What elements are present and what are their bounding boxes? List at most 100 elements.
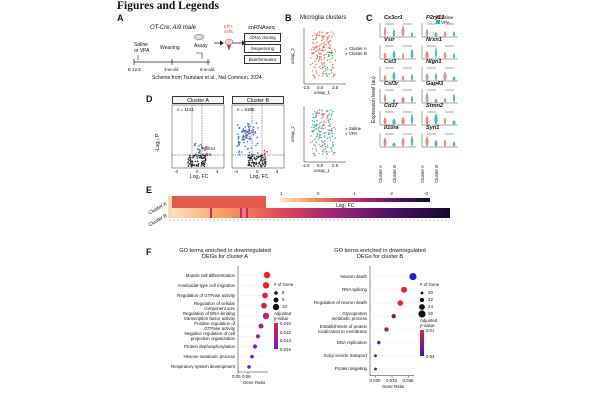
umap-point bbox=[314, 124, 316, 126]
weaning-label: Weaning bbox=[160, 45, 180, 51]
umap-point bbox=[321, 43, 323, 45]
volcano-point bbox=[201, 162, 203, 164]
umap-point bbox=[312, 148, 314, 150]
volcano-point-up bbox=[263, 149, 266, 152]
volcano-point bbox=[263, 162, 266, 164]
volcano-point bbox=[203, 159, 205, 162]
umap-point bbox=[319, 57, 321, 59]
volcano-point-down bbox=[246, 134, 249, 136]
umap-point bbox=[314, 154, 316, 156]
volcano-xtick-b2: 0 bbox=[256, 169, 259, 174]
umap-point bbox=[323, 58, 325, 60]
volcano-point-down bbox=[194, 142, 197, 145]
violin-shape bbox=[425, 28, 429, 37]
gene-label: Vsir bbox=[384, 37, 395, 43]
volcano-point bbox=[265, 160, 267, 162]
umap-point bbox=[328, 132, 330, 134]
volcano-xlabel-a: Log₂ FC bbox=[190, 174, 209, 180]
umap-point bbox=[329, 125, 331, 128]
volcano-point bbox=[252, 155, 254, 157]
umap-point bbox=[327, 59, 329, 61]
volcano-point bbox=[255, 162, 257, 164]
umap-point bbox=[321, 145, 323, 147]
go-term-label: Negative regulation of cell projection o… bbox=[184, 331, 235, 342]
volcano-point bbox=[247, 160, 250, 162]
go-size-legend-label: 20 bbox=[428, 290, 433, 295]
volcano-point bbox=[204, 163, 206, 165]
go-color-legend-label: 0.010 bbox=[280, 321, 291, 326]
strain-label: OT-Cre; Ai9 male bbox=[150, 25, 196, 31]
umap-point bbox=[321, 121, 323, 123]
umap-point bbox=[319, 53, 321, 55]
umap-point bbox=[331, 35, 333, 37]
volcano-point-down bbox=[252, 131, 254, 134]
umap-point bbox=[323, 122, 326, 124]
go-term-label: Ameboidal-type cell migration bbox=[177, 282, 235, 288]
umap-point bbox=[327, 137, 329, 139]
legend-saline: ● Saline bbox=[345, 126, 362, 131]
umap-point bbox=[319, 44, 321, 46]
umap-point bbox=[316, 133, 319, 136]
umap-point bbox=[320, 136, 322, 139]
volcano-point bbox=[256, 155, 258, 157]
umap-ylabel-1: umap_2 bbox=[290, 48, 295, 64]
umap-point bbox=[328, 119, 330, 121]
volcano-point-down bbox=[245, 131, 248, 133]
umap-point bbox=[332, 66, 334, 68]
umap-point bbox=[324, 143, 326, 145]
volcano-plots bbox=[171, 104, 285, 169]
violin-shape bbox=[434, 32, 438, 37]
umap-point bbox=[318, 51, 320, 54]
umap-point bbox=[329, 136, 331, 138]
volcano-point bbox=[197, 165, 199, 167]
umap-point bbox=[328, 41, 330, 43]
volcano-point-down bbox=[247, 125, 249, 127]
go-term-dot bbox=[262, 282, 270, 289]
umap-point bbox=[325, 148, 327, 150]
volcano-n-b: n = 6186 bbox=[237, 107, 255, 112]
umap-point bbox=[316, 135, 319, 137]
violin-xcat-a1: Cluster A bbox=[378, 165, 383, 183]
volcano-point-down bbox=[240, 151, 243, 153]
volcano-point bbox=[205, 159, 207, 162]
volcano-point bbox=[187, 158, 190, 160]
umap-point bbox=[312, 124, 314, 126]
umap-point bbox=[320, 117, 323, 120]
volcano-point bbox=[187, 164, 190, 166]
umap-point bbox=[320, 56, 322, 58]
violin-shape bbox=[383, 75, 387, 81]
panel-letter-f: F bbox=[146, 247, 152, 257]
go-term-label: RNA splicing bbox=[342, 287, 367, 293]
volcano-gene-b2: Elk3 bbox=[242, 135, 251, 140]
umap-point bbox=[322, 45, 325, 47]
volcano-point bbox=[190, 164, 193, 166]
umap-point bbox=[331, 55, 333, 57]
scheme-credit: Scheme from Tsurutani et al., Nat Commun… bbox=[152, 75, 262, 81]
go-size-legend-dot bbox=[272, 303, 280, 311]
volcano-point-down bbox=[236, 124, 239, 126]
umap-point bbox=[325, 70, 327, 72]
umap-point bbox=[334, 128, 337, 130]
umap-point bbox=[318, 34, 321, 36]
volcano-point bbox=[204, 155, 206, 157]
umap-point bbox=[332, 153, 334, 156]
violin-shape bbox=[401, 137, 405, 147]
go-term-label: Glycoprotein metabolic process bbox=[331, 311, 367, 322]
umap-point bbox=[323, 124, 326, 127]
violin-shape bbox=[383, 26, 387, 37]
go-color-legend-title: Adjusted p-value bbox=[420, 318, 438, 329]
go-term-dot bbox=[252, 344, 258, 349]
umap-point bbox=[318, 74, 320, 77]
violin-shape bbox=[434, 98, 438, 103]
volcano-xtick-b3: 4 bbox=[276, 169, 279, 174]
go-right-title: GO terms enriched in downregulated DEGs … bbox=[334, 248, 426, 261]
go-color-legend-label: 0.012 bbox=[280, 329, 291, 335]
volcano-point-down bbox=[257, 127, 259, 129]
umap-point bbox=[328, 35, 330, 38]
umap-point bbox=[325, 151, 327, 153]
umap-point bbox=[320, 39, 323, 42]
volcano-point bbox=[202, 154, 204, 157]
go-term-dot bbox=[374, 367, 377, 371]
umap-point bbox=[323, 46, 326, 49]
